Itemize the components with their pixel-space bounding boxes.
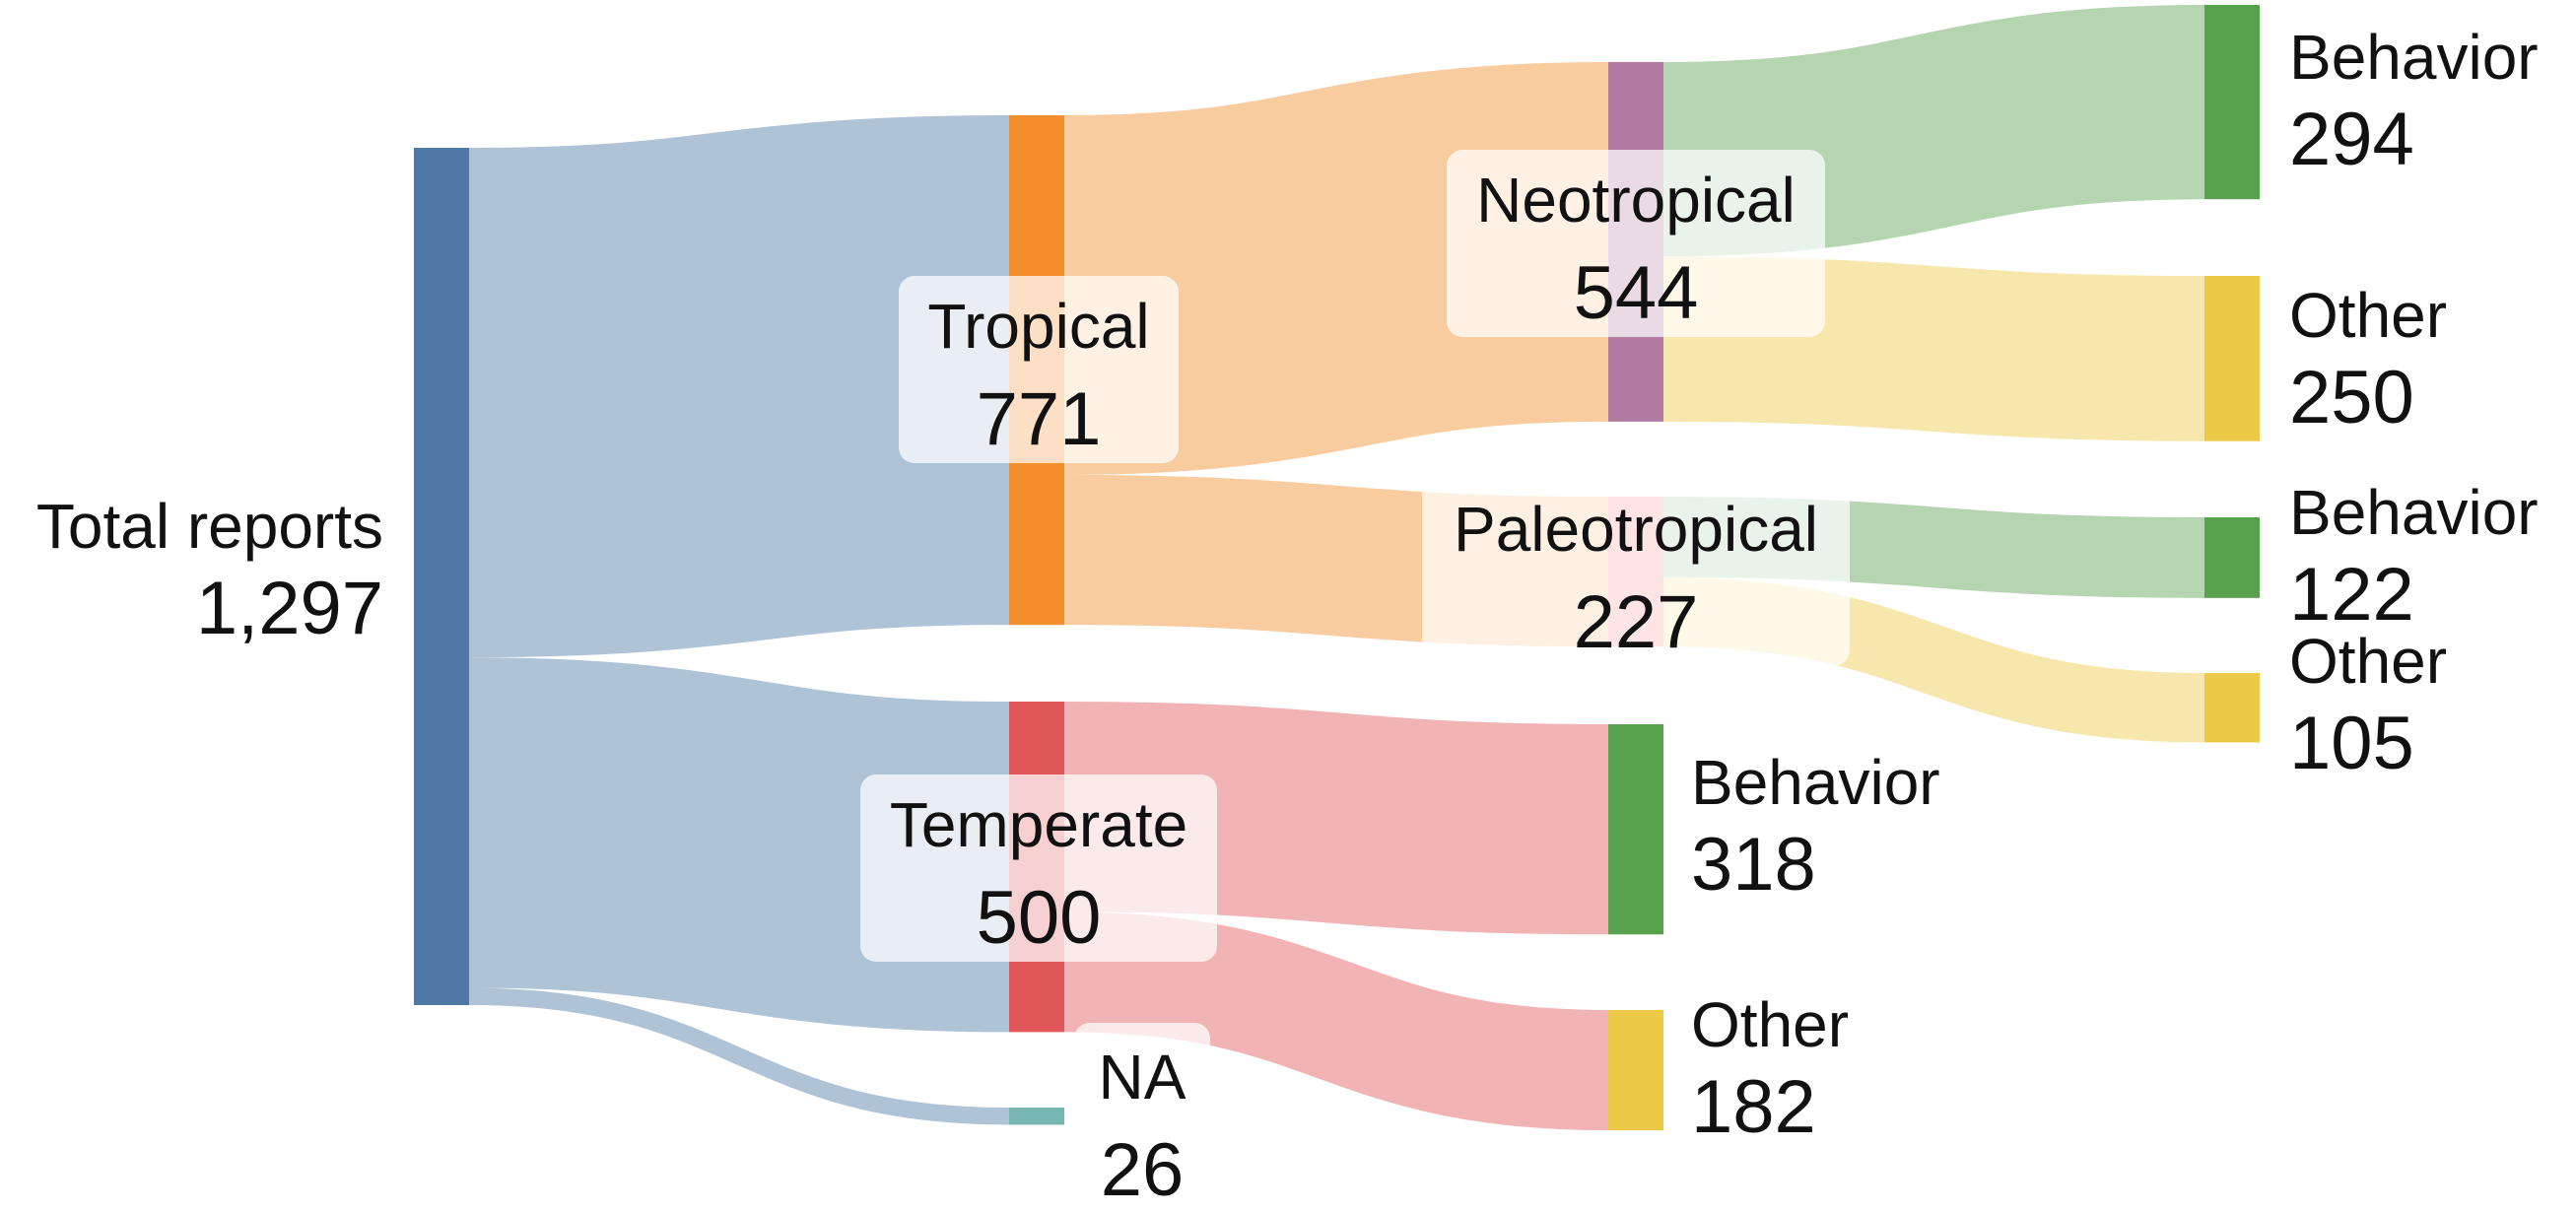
- node-label-neotropical: Neotropical 544: [1447, 150, 1825, 337]
- node-label-neo-other: Other 250: [2289, 284, 2447, 436]
- node-name-neo-other: Other: [2289, 280, 2448, 351]
- node-label-paleo-other: Other 105: [2289, 630, 2447, 781]
- node-value-tropical: 771: [976, 377, 1102, 461]
- node-value-neo-behavior: 294: [2289, 98, 2414, 181]
- node-name-na: NA: [1098, 1042, 1186, 1112]
- node-label-temp-behavior: Behavior 318: [1691, 751, 1940, 903]
- node-name-temperate: Temperate: [889, 789, 1188, 860]
- node-value-total: 1,297: [195, 567, 383, 650]
- node-bar-paleo-behavior: [2204, 517, 2260, 598]
- flow-neotropical-to-neo_other: [1662, 256, 2205, 441]
- node-name-total: Total reports: [35, 491, 383, 562]
- node-label-tropical: Tropical 771: [899, 276, 1179, 463]
- sankey-links: [468, 4, 2205, 1131]
- node-bar-na: [1009, 1108, 1064, 1125]
- node-label-temperate: Temperate 500: [860, 775, 1217, 962]
- node-value-temperate: 500: [976, 876, 1102, 960]
- node-bar-neo-behavior: [2204, 5, 2260, 200]
- node-value-paleo-behavior: 122: [2289, 553, 2414, 637]
- node-name-paleo-other: Other: [2289, 626, 2448, 697]
- node-label-temp-other: Other 182: [1691, 993, 1849, 1145]
- node-label-paleo-behavior: Behavior 122: [2289, 481, 2539, 633]
- node-name-tropical: Tropical: [927, 291, 1150, 362]
- node-bar-paleo-other: [2204, 673, 2260, 743]
- flow-total-to-na: [468, 987, 1010, 1125]
- node-name-neotropical: Neotropical: [1476, 165, 1796, 236]
- node-name-temp-behavior: Behavior: [1691, 747, 1940, 818]
- node-label-paleotropical: Paleotropical 227: [1422, 479, 1850, 666]
- node-name-temp-other: Other: [1691, 989, 1850, 1060]
- node-bar-neo-other: [2204, 276, 2260, 441]
- node-bar-total: [414, 148, 469, 1005]
- node-value-na: 26: [1100, 1128, 1185, 1212]
- node-value-paleo-other: 105: [2289, 702, 2414, 785]
- node-value-neo-other: 250: [2289, 356, 2414, 439]
- flow-temperate-to-temp_other: [1063, 911, 1609, 1131]
- node-name-paleo-behavior: Behavior: [2289, 477, 2539, 548]
- node-label-total: Total reports 1,297: [36, 495, 383, 646]
- node-value-temp-behavior: 318: [1691, 823, 1816, 907]
- node-name-paleotropical: Paleotropical: [1454, 494, 1818, 565]
- node-label-na: NA 26: [1074, 1023, 1210, 1212]
- node-value-temp-other: 182: [1691, 1065, 1816, 1149]
- node-value-neotropical: 544: [1573, 251, 1699, 335]
- node-bar-temp-other: [1608, 1010, 1663, 1131]
- node-label-neo-behavior: Behavior 294: [2289, 26, 2539, 177]
- node-value-paleotropical: 227: [1573, 580, 1699, 664]
- node-name-neo-behavior: Behavior: [2289, 22, 2539, 93]
- node-bar-temp-behavior: [1608, 724, 1663, 935]
